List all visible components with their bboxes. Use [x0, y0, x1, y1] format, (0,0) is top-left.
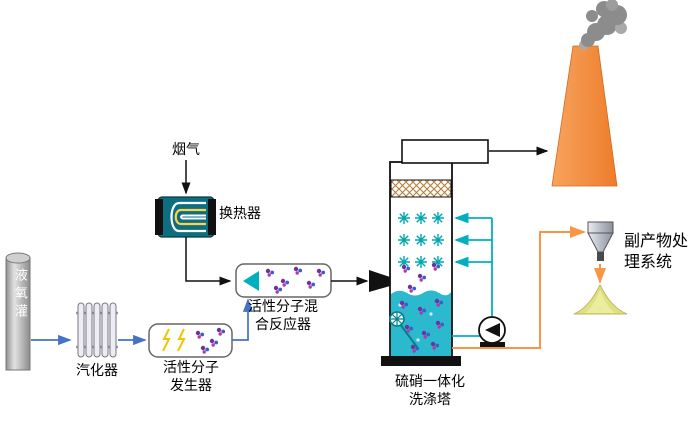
oxygen-flow-arrow-3	[232, 298, 254, 341]
tower-base	[381, 356, 461, 366]
vaporizer-label: 汽化器	[76, 363, 118, 379]
spark-icon	[162, 328, 171, 352]
circulation-piping	[452, 212, 493, 337]
tower-label: 硫硝一体化 洗涤塔	[395, 374, 465, 409]
vaporizer	[76, 302, 118, 358]
scrubber-tower	[381, 139, 489, 366]
mixing-reactor	[235, 263, 332, 298]
circulation-pump	[478, 316, 506, 347]
flue-gas-to-reactor-line	[185, 237, 232, 286]
active-molecule-generator	[148, 323, 233, 358]
spark-icon	[177, 328, 186, 352]
tower-outlet-duct	[401, 139, 489, 164]
flue-gas-label: 烟气	[172, 142, 200, 158]
chimney	[551, 45, 618, 187]
generator-label: 活性分子 发生器	[163, 360, 219, 395]
injector-cone	[243, 271, 259, 291]
byproduct-funnel	[587, 221, 614, 261]
byproduct-label: 副产物处 理系统	[624, 231, 689, 271]
tower-liquid	[391, 290, 451, 359]
byproduct-pile	[573, 283, 628, 315]
smoke	[579, 0, 627, 50]
sparger	[389, 311, 418, 348]
byproduct-line	[452, 226, 586, 349]
reactor-label: 活性分子混 合反应器	[248, 299, 318, 334]
liquid-oxygen-tank	[5, 252, 31, 371]
heat-exchanger	[155, 196, 216, 238]
heat-exchanger-label: 换热器	[219, 206, 261, 222]
demister-layer	[390, 179, 452, 198]
tower-inlet-nozzle	[369, 270, 390, 292]
oxygen-tank-label: 液氧灌	[11, 268, 27, 322]
